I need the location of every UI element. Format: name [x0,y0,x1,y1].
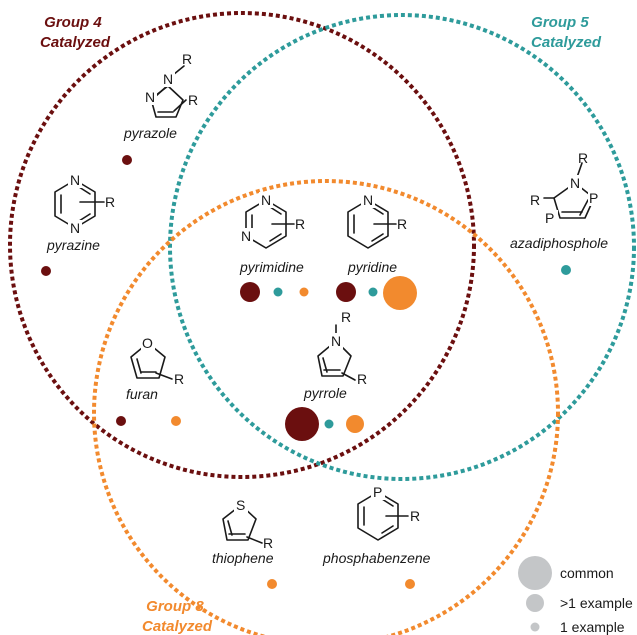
group8-circle [92,179,560,635]
group4-title-line2: Catalyzed [40,34,111,51]
phosphabenzene-label: phosphabenzene [322,550,431,566]
azadiphosphole-structure: R N P P R [530,150,601,226]
pyrazine-n2: N [70,220,80,236]
pyridine-structure: N R [347,192,407,249]
pyrazine-structure: N N R [54,172,115,236]
pyrimidine-structure: N N R [239,192,305,249]
pyrazine-label: pyrazine [46,237,100,253]
furan-group4-dot [116,416,126,426]
azadiphosphole-p1: P [545,210,554,226]
group4-circle [8,11,476,479]
furan-label: furan [126,386,158,402]
furan-r1: R [174,371,184,387]
legend-common-dot [518,556,552,590]
group4-title-line1: Group 4 [44,14,102,31]
pyrimidine-n1: N [261,192,271,208]
thiophene-r1: R [263,535,273,551]
pyrazine-n1: N [70,172,80,188]
azadiphosphole-r1: R [578,150,588,166]
pyridine-group5-dot [368,287,378,297]
pyrazole-group4-dot [122,155,132,165]
pyrimidine-group4-dot [240,282,260,302]
pyrrole-r2: R [357,371,367,387]
legend-many-label: >1 example [560,595,633,611]
phosphabenzene-structure: P R [357,484,420,541]
legend: common >1 example 1 example [518,556,633,635]
thiophene-structure: S R [222,497,273,551]
azadiphosphole-group5-dot [561,265,571,275]
group5-title: Group 5 Catalyzed [531,14,602,51]
group8-title: Group 8 Catalyzed [142,598,213,635]
pyrrole-group4-dot [285,407,319,441]
thiophene-label: thiophene [212,550,274,566]
pyrazole-r2: R [188,92,198,108]
legend-one-dot [530,622,540,632]
legend-one-label: 1 example [560,619,625,635]
pyrazole-structure: N N R R [143,51,198,118]
pyridine-n1: N [363,192,373,208]
pyrazole-n1: N [163,71,173,87]
pyridine-group4-dot [336,282,356,302]
pyrrole-structure: R N R [317,309,367,387]
pyrimidine-r1: R [295,216,305,232]
thiophene-group8-dot [267,579,277,589]
group8-title-line2: Catalyzed [142,618,213,635]
pyrazine-r1: R [105,194,115,210]
pyrazole-n2: N [145,89,155,105]
legend-common-label: common [560,565,614,581]
azadiphosphole-label: azadiphosphole [510,235,608,251]
azadiphosphole-p2: P [589,190,598,206]
pyrimidine-group5-dot [273,287,283,297]
phosphabenzene-r1: R [410,508,420,524]
legend-many-dot [526,594,544,612]
pyrrole-label: pyrrole [303,385,347,401]
group8-title-line1: Group 8 [146,598,204,615]
pyrimidine-group8-dot [299,287,309,297]
pyrimidine-label: pyrimidine [239,259,304,275]
azadiphosphole-r2: R [530,192,540,208]
group5-title-line1: Group 5 [531,14,589,31]
furan-group8-dot [171,416,181,426]
group4-title: Group 4 Catalyzed [40,14,111,51]
phosphabenzene-group8-dot [405,579,415,589]
azadiphosphole-n1: N [570,175,580,191]
phosphabenzene-p1: P [373,484,382,500]
pyridine-r1: R [397,216,407,232]
pyrrole-group5-dot [324,419,334,429]
pyrazole-r1: R [182,51,192,67]
group5-title-line2: Catalyzed [531,34,602,51]
pyridine-label: pyridine [347,259,397,275]
pyrazine-group4-dot [41,266,51,276]
pyridine-group8-dot [383,276,417,310]
furan-o1: O [142,335,153,351]
pyrimidine-n2: N [241,228,251,244]
furan-structure: O R [130,335,184,387]
group5-circle [168,13,636,481]
pyrrole-r1: R [341,309,351,325]
pyrazole-label: pyrazole [123,125,177,141]
pyrrole-group8-dot [346,415,364,433]
thiophene-s1: S [236,497,245,513]
pyrrole-n1: N [331,333,341,349]
